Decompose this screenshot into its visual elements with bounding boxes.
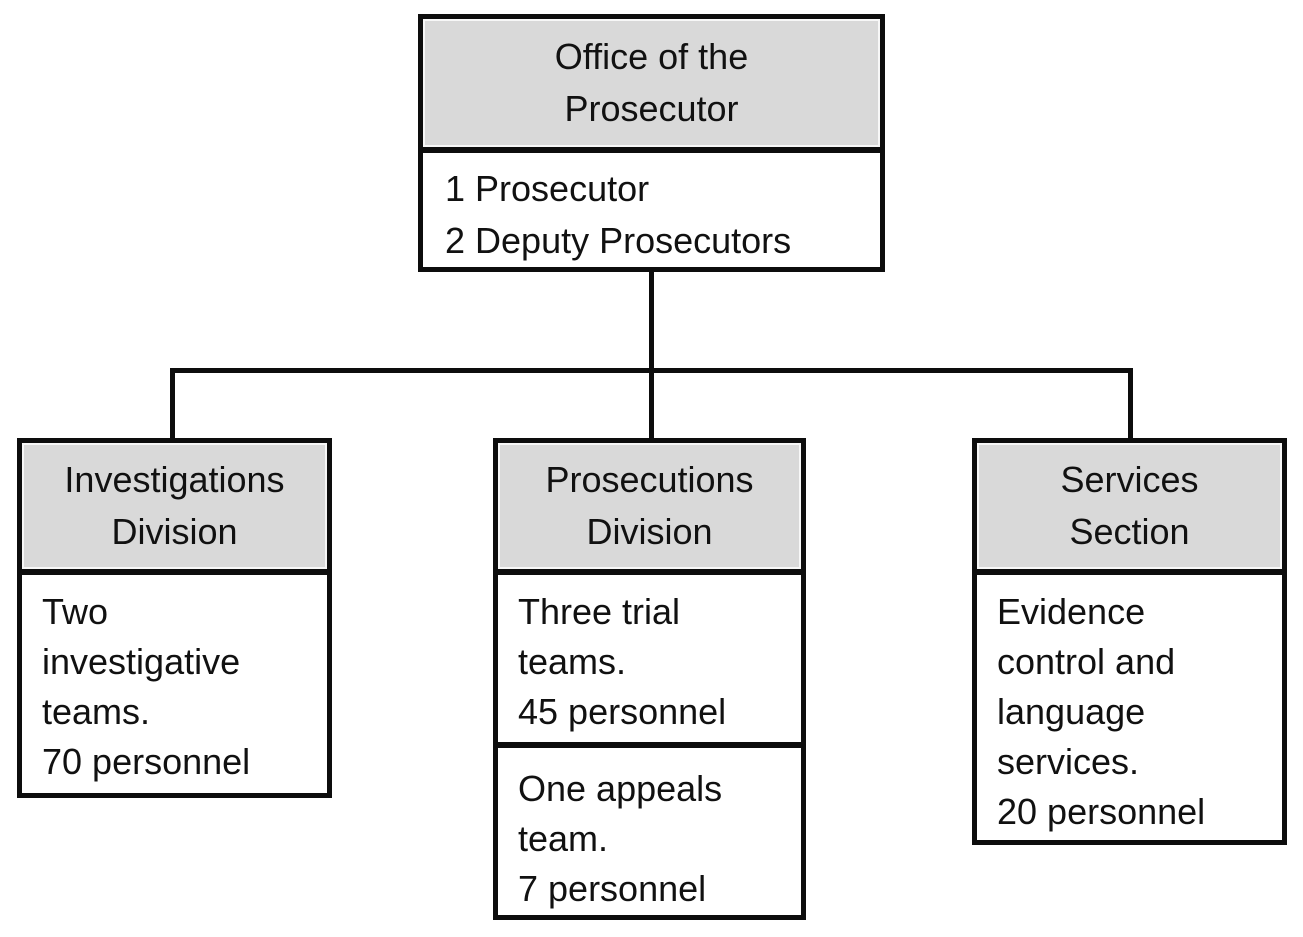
node-title-line: Prosecutor [564, 88, 739, 129]
node-office-header: Office of the Prosecutor [423, 19, 880, 153]
body-line: 20 personnel [997, 791, 1206, 832]
body-line: teams. [518, 641, 627, 682]
body-line: 70 personnel [42, 741, 251, 782]
node-investigations-header: Investigations Division [22, 443, 327, 575]
node-title-line: Office of the [554, 36, 749, 77]
body-line: language [997, 691, 1146, 732]
body-line: team. [518, 818, 609, 859]
connector-horizontal-bar [170, 368, 1133, 373]
node-services-header: Services Section [977, 443, 1282, 575]
node-prosecutions-appeals-team-section: One appeals team. 7 personnel [498, 748, 801, 914]
node-investigations-body: Two investigative teams. 70 personnel [22, 575, 327, 787]
node-title-line: Division [586, 511, 713, 552]
body-line: 45 personnel [518, 691, 727, 732]
body-line: Three trial [518, 591, 681, 632]
node-services-section: Services Section Evidence control and la… [972, 438, 1287, 845]
connector-root-vertical [649, 270, 654, 440]
body-line: Evidence [997, 591, 1146, 632]
node-prosecutions-trial-teams-section: Three trial teams. 45 personnel [498, 575, 801, 748]
body-line: control and [997, 641, 1176, 682]
body-line: teams. [42, 691, 151, 732]
node-services-body: Evidence control and language services. … [977, 575, 1282, 837]
node-title-line: Section [1069, 511, 1190, 552]
body-line: investigative [42, 641, 241, 682]
node-title-line: Prosecutions [545, 459, 754, 500]
node-prosecutions-division: Prosecutions Division Three trial teams.… [493, 438, 806, 920]
node-title-line: Investigations [64, 459, 285, 500]
connector-left-drop [170, 368, 175, 440]
body-line: services. [997, 741, 1140, 782]
body-line: 2 Deputy Prosecutors [445, 220, 792, 261]
node-title-line: Services [1060, 459, 1199, 500]
body-line: 7 personnel [518, 868, 707, 909]
node-office-of-the-prosecutor: Office of the Prosecutor 1 Prosecutor 2 … [418, 14, 885, 272]
node-office-body: 1 Prosecutor 2 Deputy Prosecutors [423, 153, 880, 267]
connector-right-drop [1128, 368, 1133, 440]
node-title-line: Division [111, 511, 238, 552]
body-line: One appeals [518, 768, 723, 809]
node-prosecutions-header: Prosecutions Division [498, 443, 801, 575]
node-investigations-division: Investigations Division Two investigativ… [17, 438, 332, 798]
body-line: 1 Prosecutor [445, 168, 650, 209]
body-line: Two [42, 591, 109, 632]
